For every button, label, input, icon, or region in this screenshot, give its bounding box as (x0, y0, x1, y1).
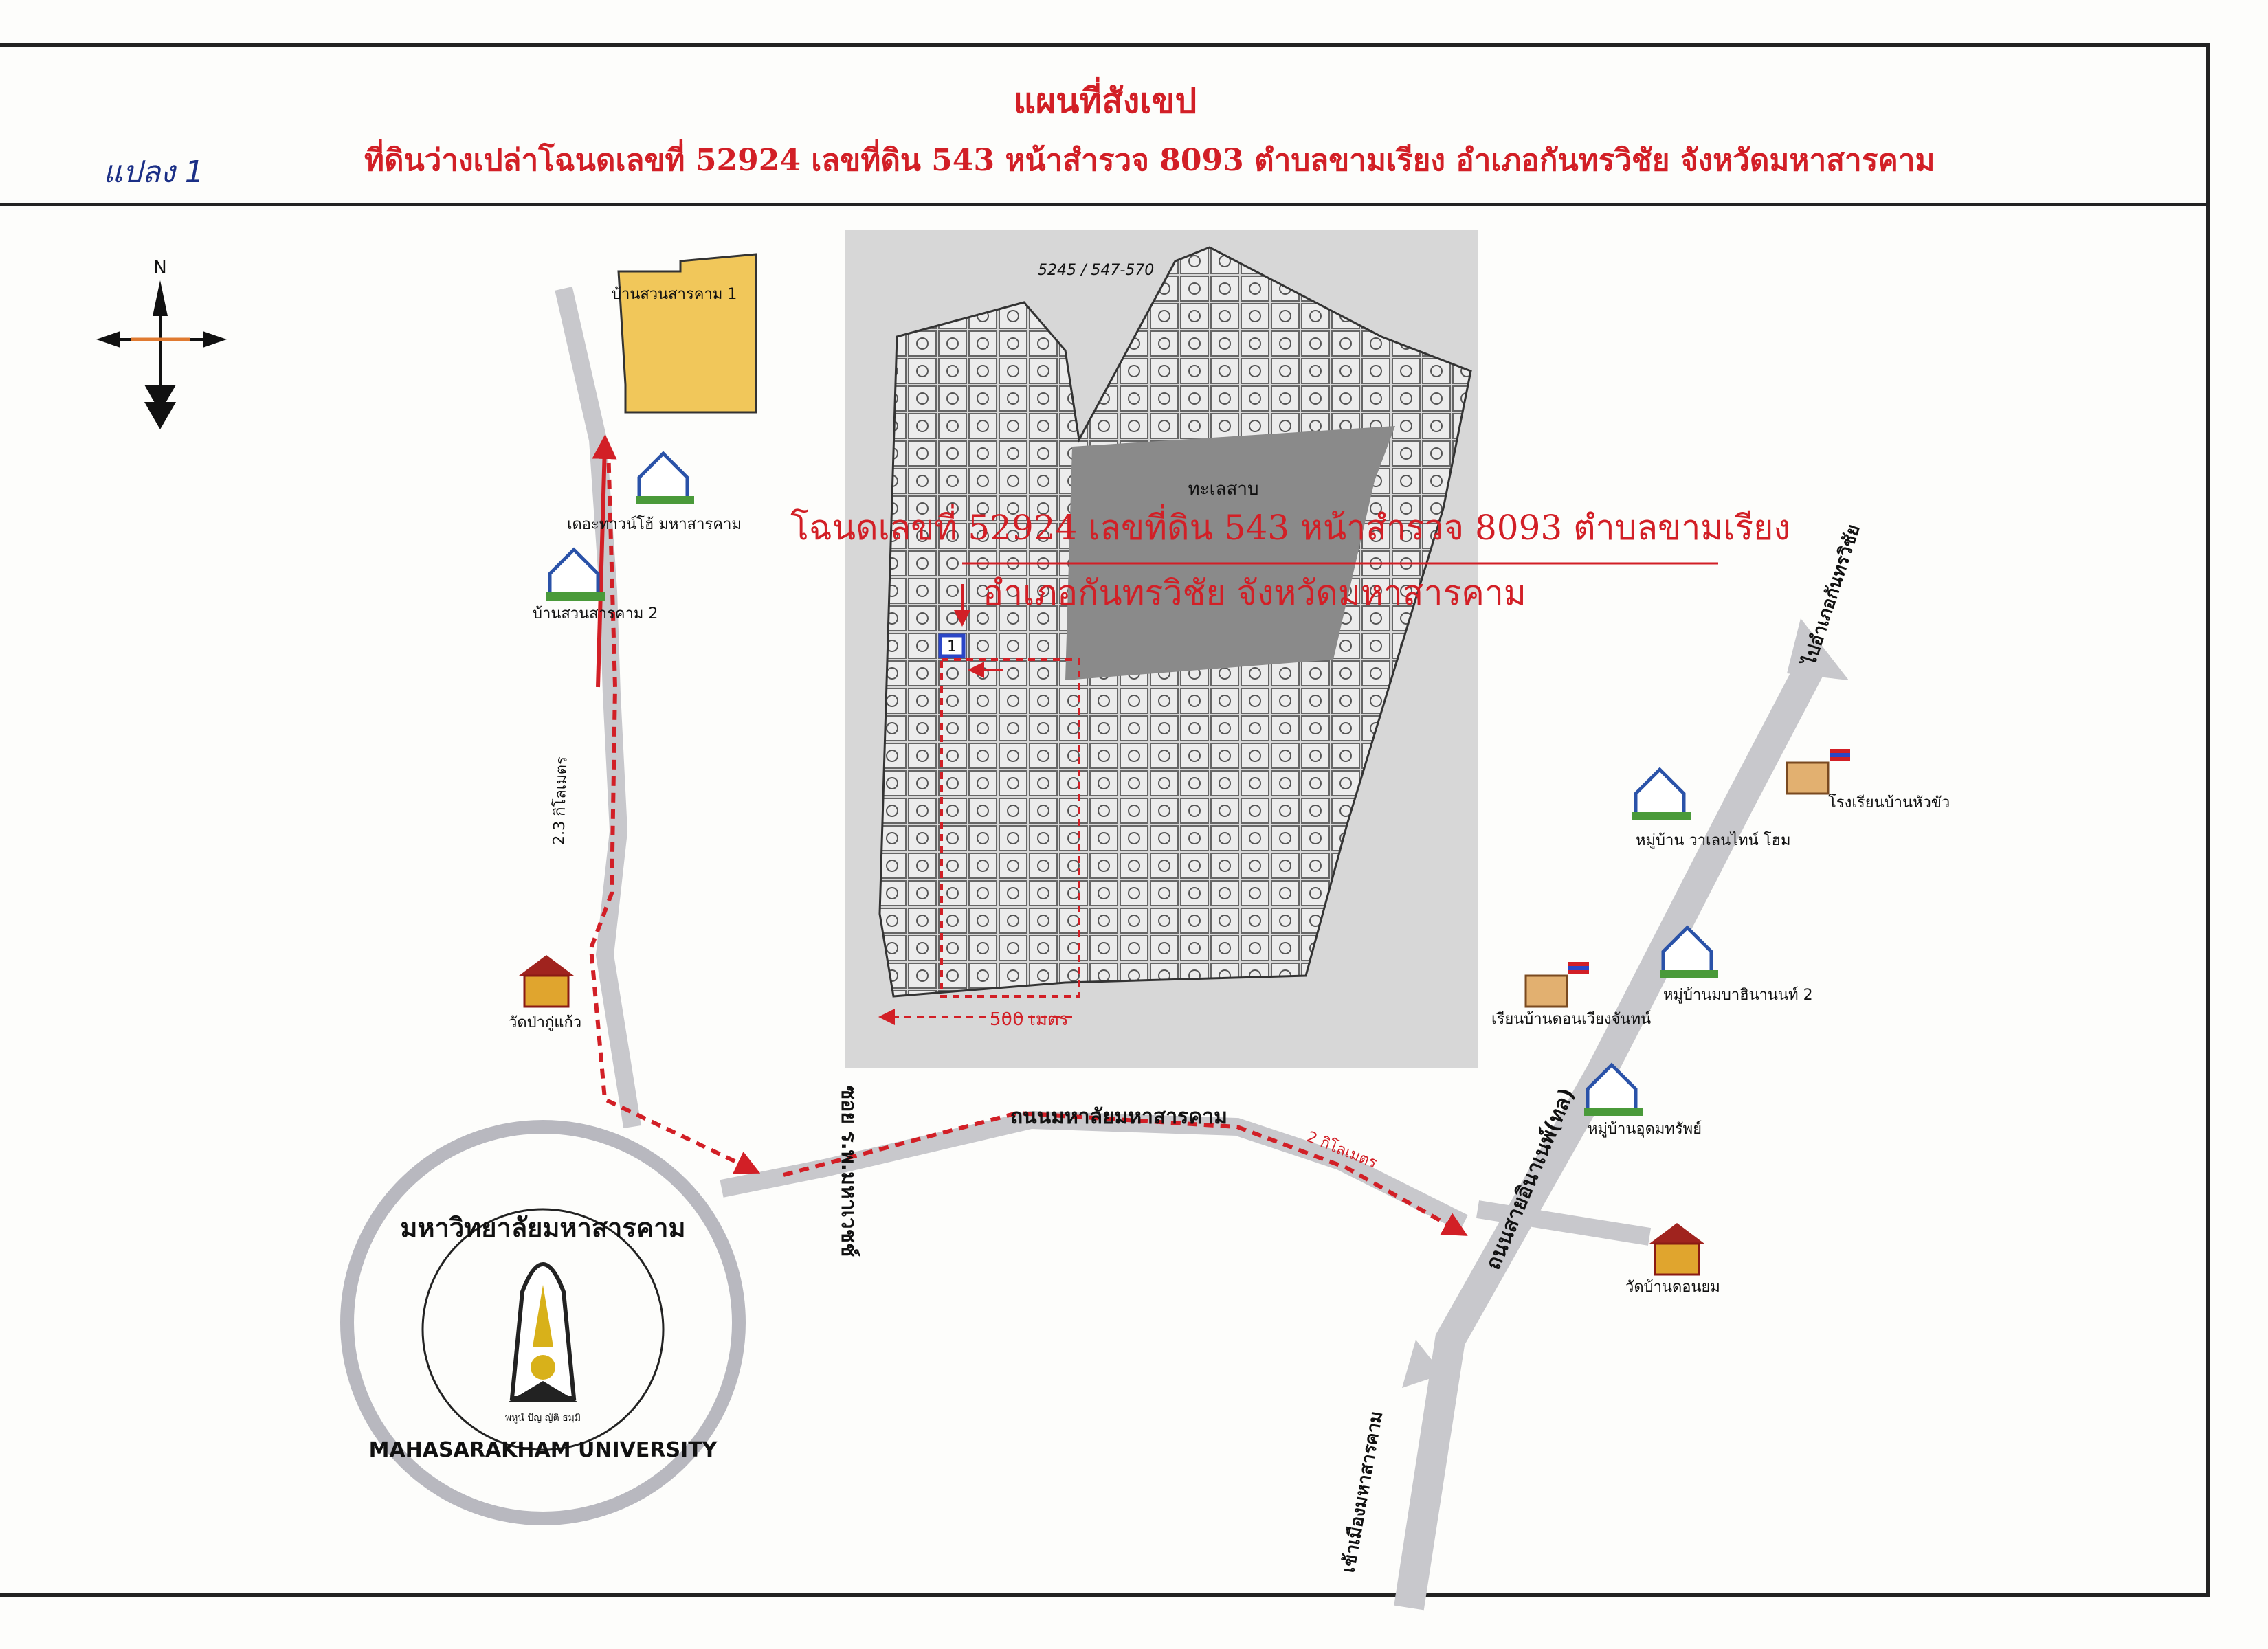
to-city-label: เข้าเมืองมหาสารคาม (1338, 1410, 1387, 1575)
village-1-plot (617, 253, 757, 414)
plot-1-highlight (938, 633, 966, 658)
university-landmark: มหาวิทยาลัยมหาสารคาม MAHASARAKHAM UNIVER… (340, 1120, 746, 1525)
village-udom-label: หมู่บ้านอุดมทรัพย์ (1588, 1121, 1702, 1138)
house-icon (1660, 925, 1718, 978)
village-2-label: บ้านสวนสารคาม 2 (533, 605, 658, 622)
deed-overlay-line-1: โฉนดเลขที่ 52924 เลขที่ดิน 543 หน้าสำรวจ… (790, 504, 1790, 548)
compass-rose-icon: N (96, 258, 227, 429)
village-mb-label: หมู่บ้านมบาฮินานนท์ 2 (1663, 987, 1813, 1004)
school-icon (1524, 962, 1589, 1008)
temple-icon (519, 955, 574, 1008)
school-1-label: โรงเรียนบ้านหัวขัว (1828, 794, 1950, 811)
university-name-en: MAHASARAKHAM UNIVERSITY (369, 1438, 718, 1462)
header-divider (0, 203, 2210, 206)
university-name-th: มหาวิทยาลัยมหาสารคาม (400, 1213, 685, 1243)
landmarks: บ้านสวนสารคาม 1 เดอะทาวน์โฮ้ มหาสารคาม บ… (509, 286, 1950, 1296)
school-icon (1786, 749, 1850, 795)
university-motto: พหูนํ ปัญ ญัติ ธมฺมิ (505, 1413, 581, 1424)
lake-label: ทะเลสาบ (1188, 479, 1259, 500)
temple-2-label: วัดบ้านดอนยม (1625, 1279, 1720, 1296)
house-icon (1584, 1062, 1643, 1116)
university-seal-icon (509, 1262, 577, 1402)
north-label: N (153, 258, 166, 278)
map-subtitle: ที่ดินว่างเปล่าโฉนดเลขที่ 52924 เลขที่ดิ… (364, 143, 1935, 178)
school-2-label: เรียนบ้านดอนเวียงจันทน์ (1491, 1011, 1651, 1028)
to-kantharawichai-label: ไปอำเภอกันทรวิชัย (1797, 521, 1864, 670)
distance-left-label: 2.3 กิโลเมตร (550, 756, 570, 845)
temple-1-label: วัดป่ากู่แก้ว (509, 1014, 581, 1031)
distance-500m-label: 500 เมตร (990, 1009, 1069, 1030)
valentine-label: หมู่บ้าน วาเลนไทน์ โฮม (1636, 831, 1790, 849)
site-plan: ทะเลสาบ 1 5245 / 547-570 500 เมตร ซอย ร.… (836, 230, 1478, 1257)
the-city-label: เดอะทาวน์โฮ้ มหาสารคาม (567, 515, 742, 533)
house-icon (546, 547, 605, 601)
arrow-to-city-icon (1402, 1340, 1443, 1388)
side-road-label: ซอย ร.พ.มหาเวชช์ (836, 1086, 860, 1257)
house-icon (636, 451, 694, 504)
house-icon (1632, 767, 1691, 820)
village-1-label: บ้านสวนสารคาม 1 (612, 286, 737, 303)
parcel-label: แปลง 1 (103, 155, 204, 190)
highway-label: ถนนสายอินาเนพ์(ทล) (1481, 1085, 1579, 1274)
temple-icon (1649, 1223, 1704, 1276)
plot-1-marker: 1 (947, 638, 957, 655)
route-path (588, 434, 1468, 1236)
university-road-label: ถนนมหาลัยมหาสารคาม (1010, 1105, 1227, 1129)
deed-overlay-line-2: อำเภอกันทรวิชัย จังหวัดมหาสารคาม (983, 573, 1526, 613)
map-title: แผนที่สังเขป (1013, 80, 1197, 121)
arrow-to-kantharawichai-icon (1787, 618, 1849, 680)
handwritten-note: 5245 / 547-570 (1038, 262, 1154, 279)
lake (1065, 426, 1395, 680)
map-frame (0, 43, 2210, 1597)
